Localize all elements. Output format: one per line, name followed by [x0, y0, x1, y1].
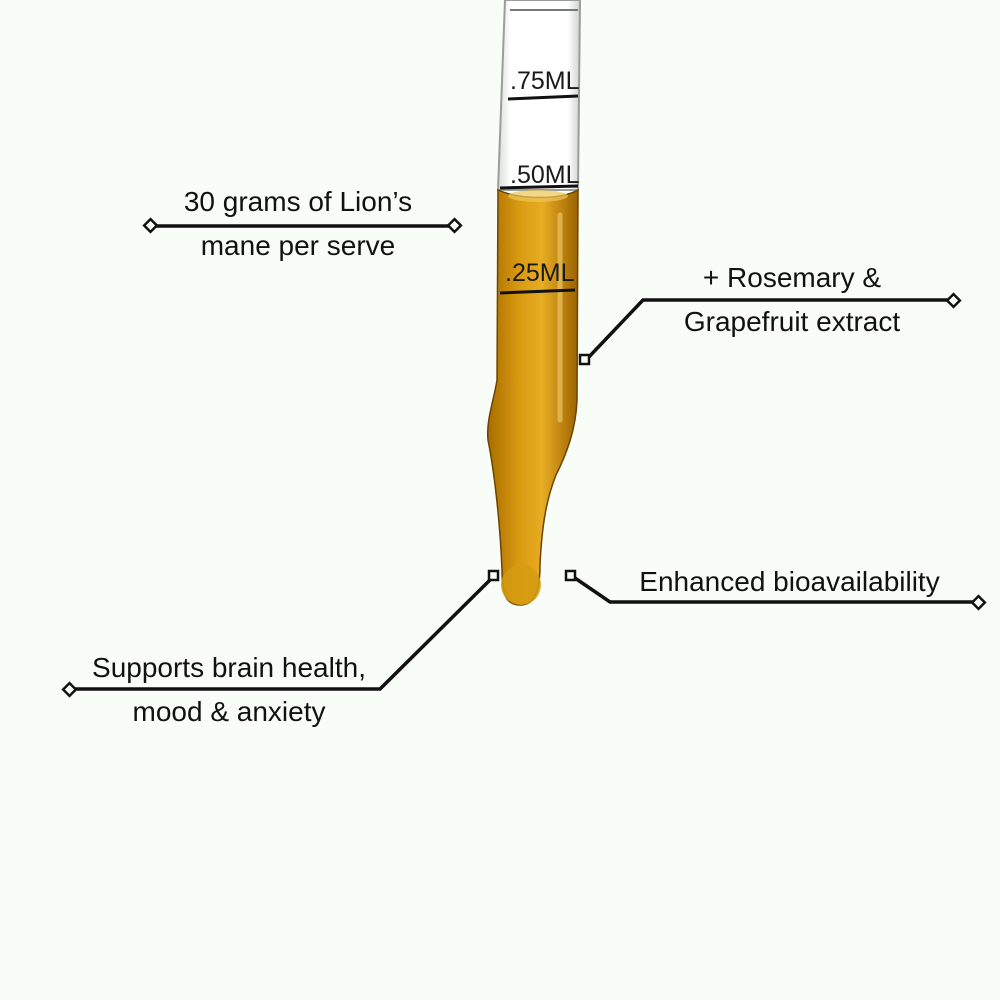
- callout-lions-mane-line1: 30 grams of Lion’s: [183, 186, 413, 217]
- graduation-label-25: .25ML: [505, 259, 575, 287]
- callout-brain-health-label: Supports brain health, mood & anxiety: [70, 646, 388, 734]
- dropper-tip-drop: [501, 565, 541, 605]
- callout-lions-mane-connector: [142, 217, 463, 234]
- callout-rosemary-line1: + Rosemary &: [702, 262, 882, 293]
- graduation-line-50: [499, 184, 579, 190]
- diamond-marker-icon: [945, 292, 962, 309]
- callout-brain-health-connector: [61, 569, 500, 698]
- callout-rosemary-connector: [578, 292, 962, 366]
- callout-bioavailability-line1: Enhanced bioavailability: [639, 566, 940, 597]
- callout-bioavailability-label: Enhanced bioavailability: [612, 560, 967, 604]
- diamond-marker-icon: [970, 594, 987, 611]
- square-marker-icon: [578, 353, 591, 366]
- callout-bioavailability-connector: [564, 569, 987, 611]
- dropper-liquid: [486, 188, 579, 606]
- graduation-label-75: .75ML: [510, 67, 580, 95]
- callout-lions-mane-line2: mane per serve: [200, 230, 396, 261]
- callout-rosemary-label: + Rosemary & Grapefruit extract: [642, 256, 942, 344]
- diamond-marker-icon: [61, 681, 78, 698]
- callout-rosemary-line2: Grapefruit extract: [683, 306, 901, 337]
- diamond-marker-icon: [446, 217, 463, 234]
- graduation-line-75: [507, 94, 579, 101]
- liquid-meniscus: [508, 190, 568, 202]
- callout-brain-health-line1: Supports brain health,: [92, 652, 366, 683]
- graduation-line-25: [499, 288, 576, 295]
- callout-lions-mane-label: 30 grams of Lion’s mane per serve: [148, 180, 448, 268]
- square-marker-icon: [487, 569, 500, 582]
- graduation-label-50: .50ML: [510, 161, 580, 189]
- square-marker-icon: [564, 569, 577, 582]
- diamond-marker-icon: [142, 217, 159, 234]
- callout-brain-health-line2: mood & anxiety: [132, 696, 326, 727]
